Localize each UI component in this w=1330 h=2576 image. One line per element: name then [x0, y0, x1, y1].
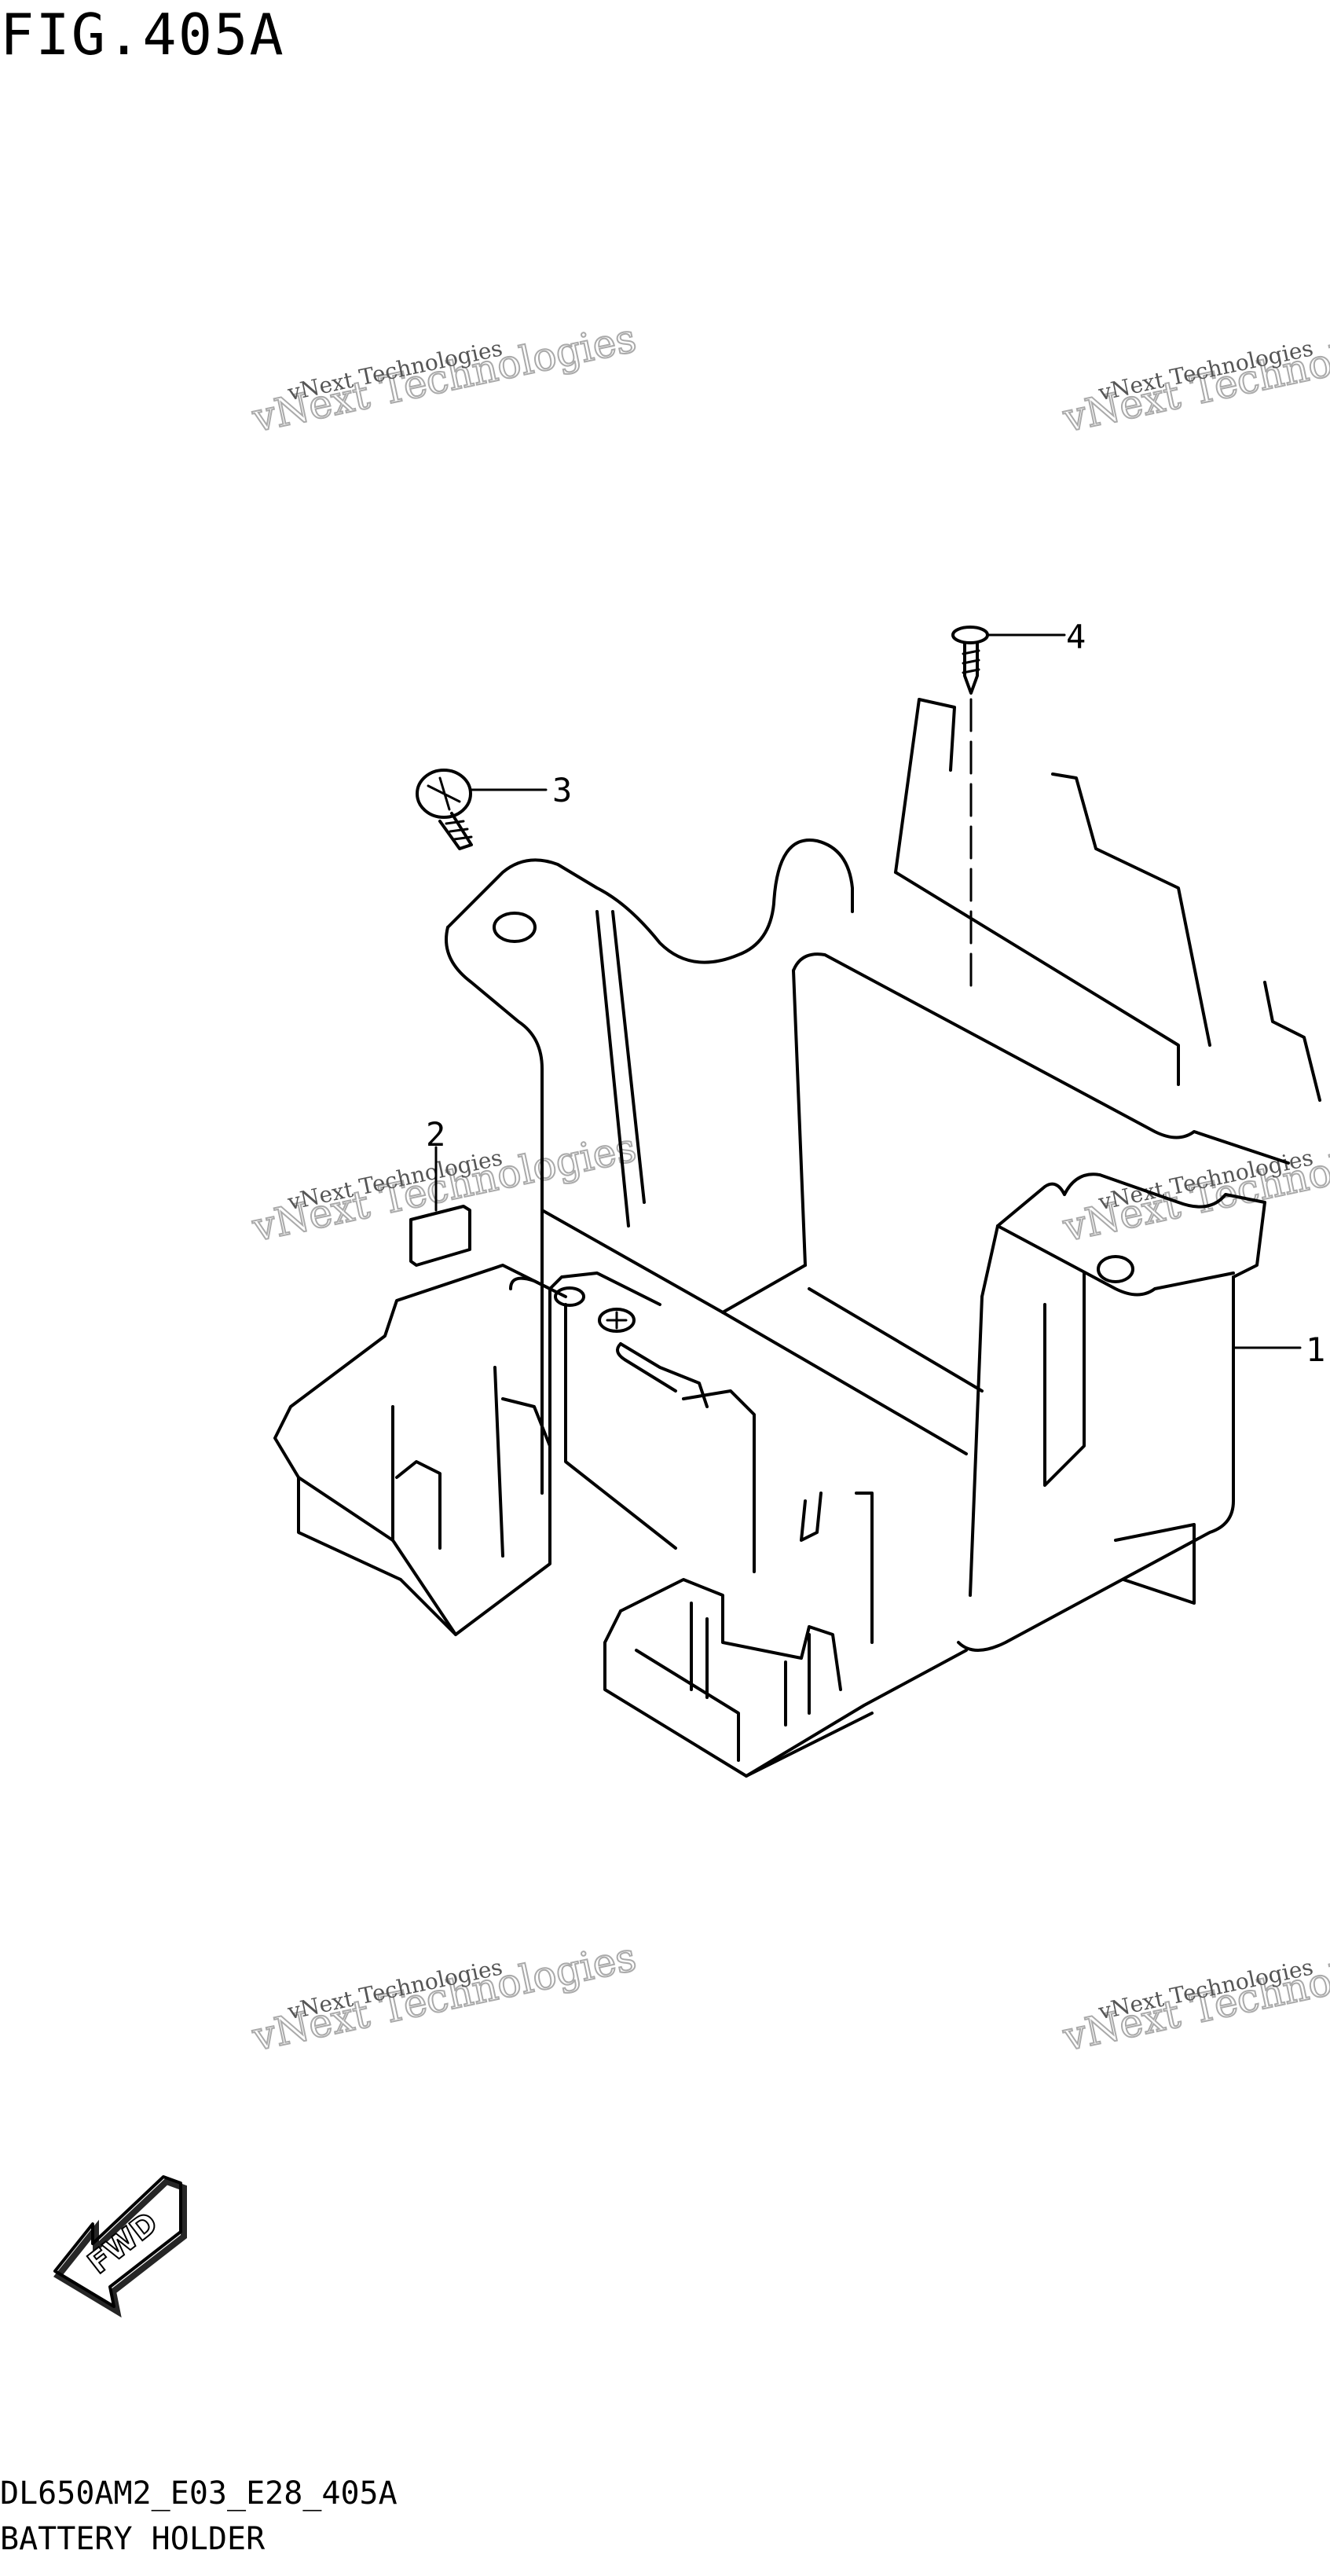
bolt-part-3	[416, 769, 548, 850]
footer-drawing-code: DL650AM2_E03_E28_405A	[0, 2475, 398, 2512]
fwd-arrow-icon: FWD	[53, 2175, 187, 2318]
footer-part-name: BATTERY HOLDER	[0, 2521, 266, 2557]
watermark: vNext Technologies vNext Technologies	[1058, 1933, 1330, 2060]
figure-title: FIG.405A	[0, 2, 285, 68]
watermark-group: vNext Technologies vNext Technologies vN…	[247, 314, 1330, 2060]
callout-1: 1	[1306, 1330, 1325, 1369]
callout-4: 4	[1066, 618, 1086, 656]
battery-holder-part-1	[273, 698, 1321, 1778]
watermark: vNext Technologies vNext Technologies	[247, 1933, 641, 2060]
watermark: vNext Technologies vNext Technologies	[1058, 314, 1330, 442]
pad-part-2	[409, 1146, 471, 1267]
watermark: vNext Technologies vNext Technologies	[1058, 1124, 1330, 1251]
screw-part-4	[951, 626, 1066, 988]
callout-2: 2	[426, 1115, 445, 1154]
watermark: vNext Technologies vNext Technologies	[247, 314, 641, 442]
callout-3: 3	[552, 771, 572, 809]
